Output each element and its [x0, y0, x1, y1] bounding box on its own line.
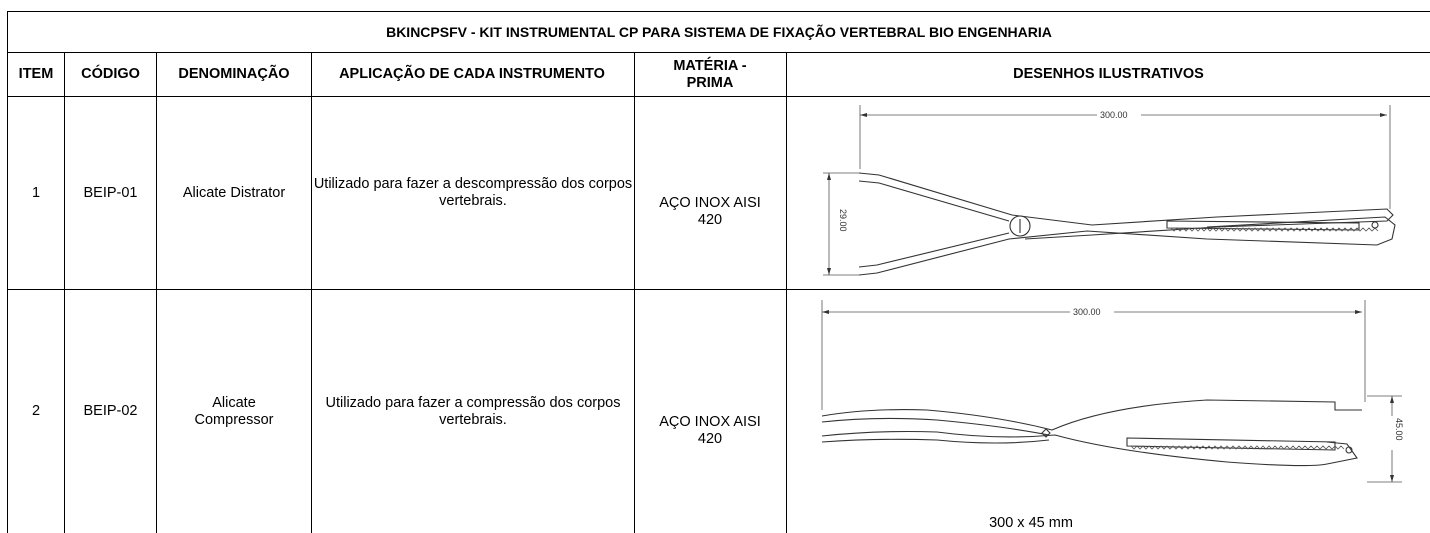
dim-arrow-left: [860, 113, 867, 117]
dim-length-label: 300.00: [1100, 110, 1128, 120]
row2-materia: AÇO INOX AISI 420: [659, 413, 761, 447]
table-rule-header: [7, 96, 1430, 97]
ratchet-bar: [1126, 437, 1336, 451]
table-title: BKINCPSFV - KIT INSTRUMENTAL CP PARA SIS…: [386, 23, 1052, 40]
row2-item: 2: [31, 403, 41, 420]
row1-denominacao: Alicate Distrator: [182, 184, 286, 201]
row2-drawing-caption: 300 x 45 mm: [989, 514, 1073, 531]
header-codigo: CÓDIGO: [81, 66, 140, 83]
plier-distractor-drawing: 300.00 29.00: [823, 105, 1396, 276]
row2-codigo: BEIP-02: [83, 403, 138, 420]
plier-compressor-drawing: 300.00 45.00: [821, 300, 1404, 483]
table-rule-title: [7, 52, 1430, 53]
col-rule-2: [156, 52, 157, 533]
table-border-top: [7, 11, 1430, 12]
pivot-screw: [1009, 215, 1031, 237]
header-denominacao: DENOMINAÇÃO: [178, 66, 290, 83]
col-rule-4: [634, 52, 635, 533]
row1-materia: AÇO INOX AISI 420: [659, 195, 761, 228]
row1-codigo: BEIP-01: [83, 184, 138, 201]
header-materia: MATÉRIA - PRIMA: [673, 57, 747, 91]
col-rule-3: [311, 52, 312, 533]
row2-denominacao: Alicate Compressor: [194, 394, 274, 428]
table-rule-row1: [7, 289, 1430, 290]
row1-aplicacao: Utilizado para fazer a descompressão dos…: [313, 176, 633, 209]
table-border-left: [7, 11, 8, 533]
row2-aplicacao: Utilizado para fazer a compressão dos co…: [325, 394, 621, 428]
col-rule-5: [786, 52, 787, 533]
dim-length-label: 300.00: [1073, 307, 1101, 317]
header-item: ITEM: [18, 66, 54, 83]
pivot-screw: [1041, 428, 1051, 438]
header-aplicacao: APLICAÇÃO DE CADA INSTRUMENTO: [339, 66, 605, 83]
header-desenhos: DESENHOS ILUSTRATIVOS: [1013, 66, 1204, 83]
dim-height-label: 29.00: [838, 209, 848, 232]
dim-arrow-right: [1380, 113, 1387, 117]
row1-item: 1: [31, 184, 41, 201]
dim-height-label: 45.00: [1394, 418, 1404, 441]
col-rule-1: [64, 52, 65, 533]
